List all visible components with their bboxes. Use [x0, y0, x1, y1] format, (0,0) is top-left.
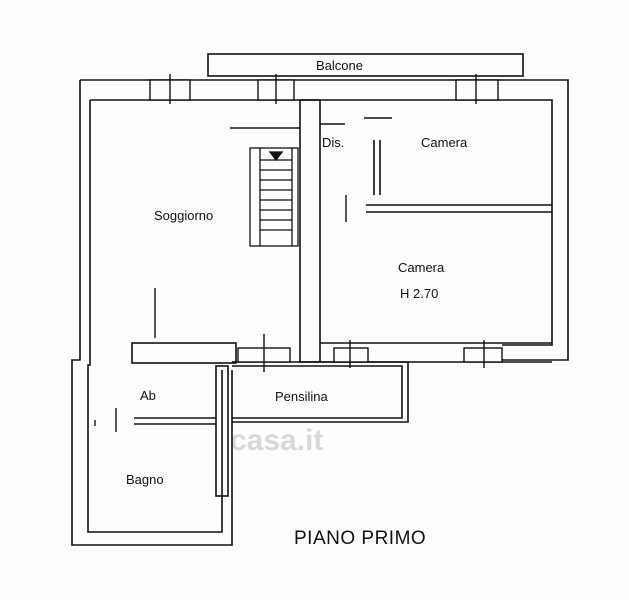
- wall-ab-bagno: [134, 417, 216, 425]
- label-camera-main: Camera: [398, 260, 445, 275]
- wall-dis-short: [373, 140, 381, 195]
- window-bottom-2: [333, 347, 369, 363]
- label-balcone: Balcone: [316, 58, 363, 73]
- wall-soggiorno-bottom: [131, 342, 237, 364]
- pensilina-inner: [232, 365, 403, 419]
- watermark-text: casa.it: [230, 424, 323, 457]
- label-dis: Dis.: [322, 135, 344, 150]
- stair-rails: [259, 148, 293, 246]
- stair-treads: [260, 159, 292, 231]
- label-ab: Ab: [140, 388, 156, 403]
- window-top-3: [455, 79, 499, 101]
- staircase: [249, 147, 299, 247]
- stair-outline: [249, 147, 299, 247]
- outer-wall-outer-line: [80, 79, 569, 361]
- wall-center-vertical: [299, 99, 321, 363]
- label-height: H 2.70: [400, 286, 438, 301]
- label-camera-top: Camera: [421, 135, 468, 150]
- label-pensilina: Pensilina: [275, 389, 329, 404]
- balcone-outline: [207, 53, 524, 77]
- wall-camera-divider: [366, 204, 552, 213]
- label-soggiorno: Soggiorno: [154, 208, 213, 223]
- outer-wall-inner-line: [90, 99, 553, 346]
- label-bagno: Bagno: [126, 472, 164, 487]
- wall-bagno-right: [215, 365, 229, 497]
- stair-arrow: [268, 151, 284, 162]
- window-bottom-3: [463, 347, 503, 363]
- outer-wall-left-inner: [87, 100, 223, 533]
- plan-title: PIANO PRIMO: [294, 528, 426, 549]
- outer-wall-left-outer: [71, 80, 233, 546]
